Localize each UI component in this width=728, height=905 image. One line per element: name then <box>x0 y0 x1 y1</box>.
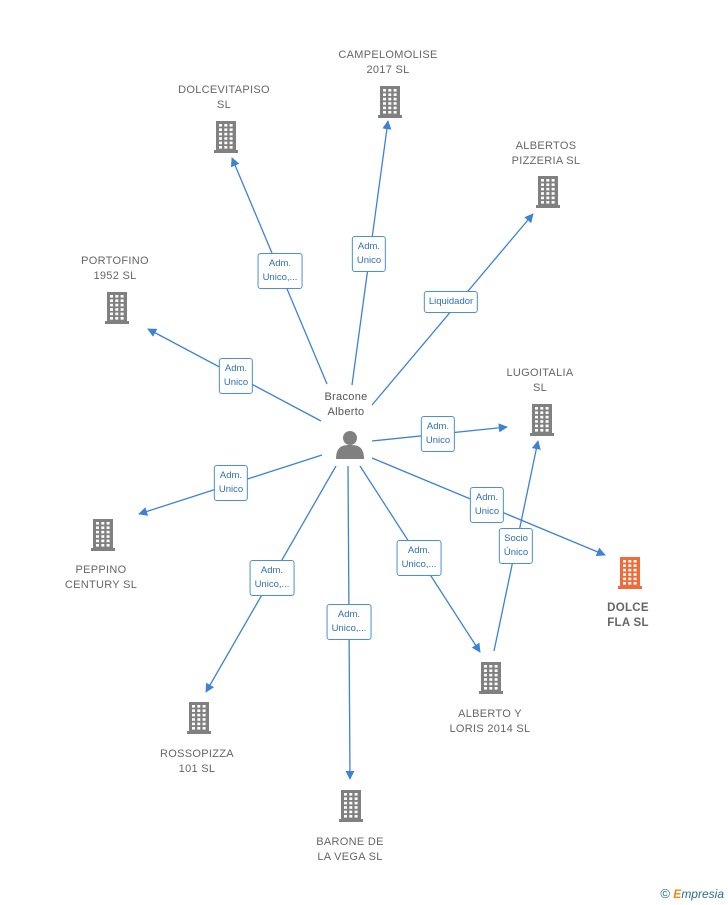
center-person-name[interactable]: Bracone Alberto <box>324 391 368 418</box>
nodes-layer <box>91 86 642 822</box>
company-label-albertoloris[interactable]: ALBERTO Y LORIS 2014 SL <box>449 708 531 735</box>
edge-label-lugoitalia[interactable]: Socio Único <box>498 528 534 564</box>
edge-label-dolcefla[interactable]: Adm. Unico <box>469 487 505 523</box>
edge-label-peppino[interactable]: Adm. Unico <box>213 465 249 501</box>
edge-label-portofino[interactable]: Adm. Unico <box>218 358 254 394</box>
building-icon-portofino[interactable] <box>105 292 129 324</box>
company-label-dolcefla[interactable]: DOLCE FLA SL <box>607 602 649 629</box>
building-icon-dolcefla[interactable] <box>618 557 642 589</box>
copyright-symbol: © <box>660 886 670 901</box>
company-label-portofino[interactable]: PORTOFINO 1952 SL <box>81 255 149 282</box>
edge-label-dolcevitapiso[interactable]: Adm. Unico,... <box>257 253 303 289</box>
company-label-barone[interactable]: BARONE DE LA VEGA SL <box>316 836 384 863</box>
building-icon-albertos[interactable] <box>536 176 560 208</box>
building-icon-dolcevitapiso[interactable] <box>214 121 238 153</box>
brand-rest: mpresia <box>681 887 724 901</box>
company-label-lugoitalia[interactable]: LUGOITALIA SL <box>506 367 574 394</box>
company-label-campelomolise[interactable]: CAMPELOMOLISE 2017 SL <box>338 49 438 76</box>
edges-layer <box>138 120 606 780</box>
company-label-rossopizza[interactable]: ROSSOPIZZA 101 SL <box>160 748 234 775</box>
edge-label-albertos[interactable]: Liquidador <box>423 291 479 313</box>
brand-initial: E <box>673 887 682 901</box>
footer-brand: © Empresia <box>660 886 724 901</box>
building-icon-lugoitalia[interactable] <box>530 404 554 436</box>
person-icon[interactable] <box>336 431 364 459</box>
building-icon-barone[interactable] <box>339 790 363 822</box>
edge-label-barone[interactable]: Adm. Unico,... <box>326 604 372 640</box>
company-label-dolcevitapiso[interactable]: DOLCEVITAPISO SL <box>178 84 270 111</box>
brand-logo: Empresia <box>673 887 724 901</box>
building-icon-albertoloris[interactable] <box>479 662 503 694</box>
building-icon-campelomolise[interactable] <box>378 86 402 118</box>
edge-label-albertoloris[interactable]: Adm. Unico,... <box>396 540 442 576</box>
company-label-albertos[interactable]: ALBERTOS PIZZERIA SL <box>511 140 581 167</box>
building-icon-rossopizza[interactable] <box>187 702 211 734</box>
edge-label-rossopizza[interactable]: Adm. Unico,... <box>249 560 295 596</box>
company-label-peppino[interactable]: PEPPINO CENTURY SL <box>64 564 138 591</box>
building-icon-peppino[interactable] <box>91 519 115 551</box>
edge-label-campelomolise[interactable]: Adm. Unico <box>351 236 387 272</box>
edge-label-lugoitalia[interactable]: Adm. Unico <box>420 416 456 452</box>
